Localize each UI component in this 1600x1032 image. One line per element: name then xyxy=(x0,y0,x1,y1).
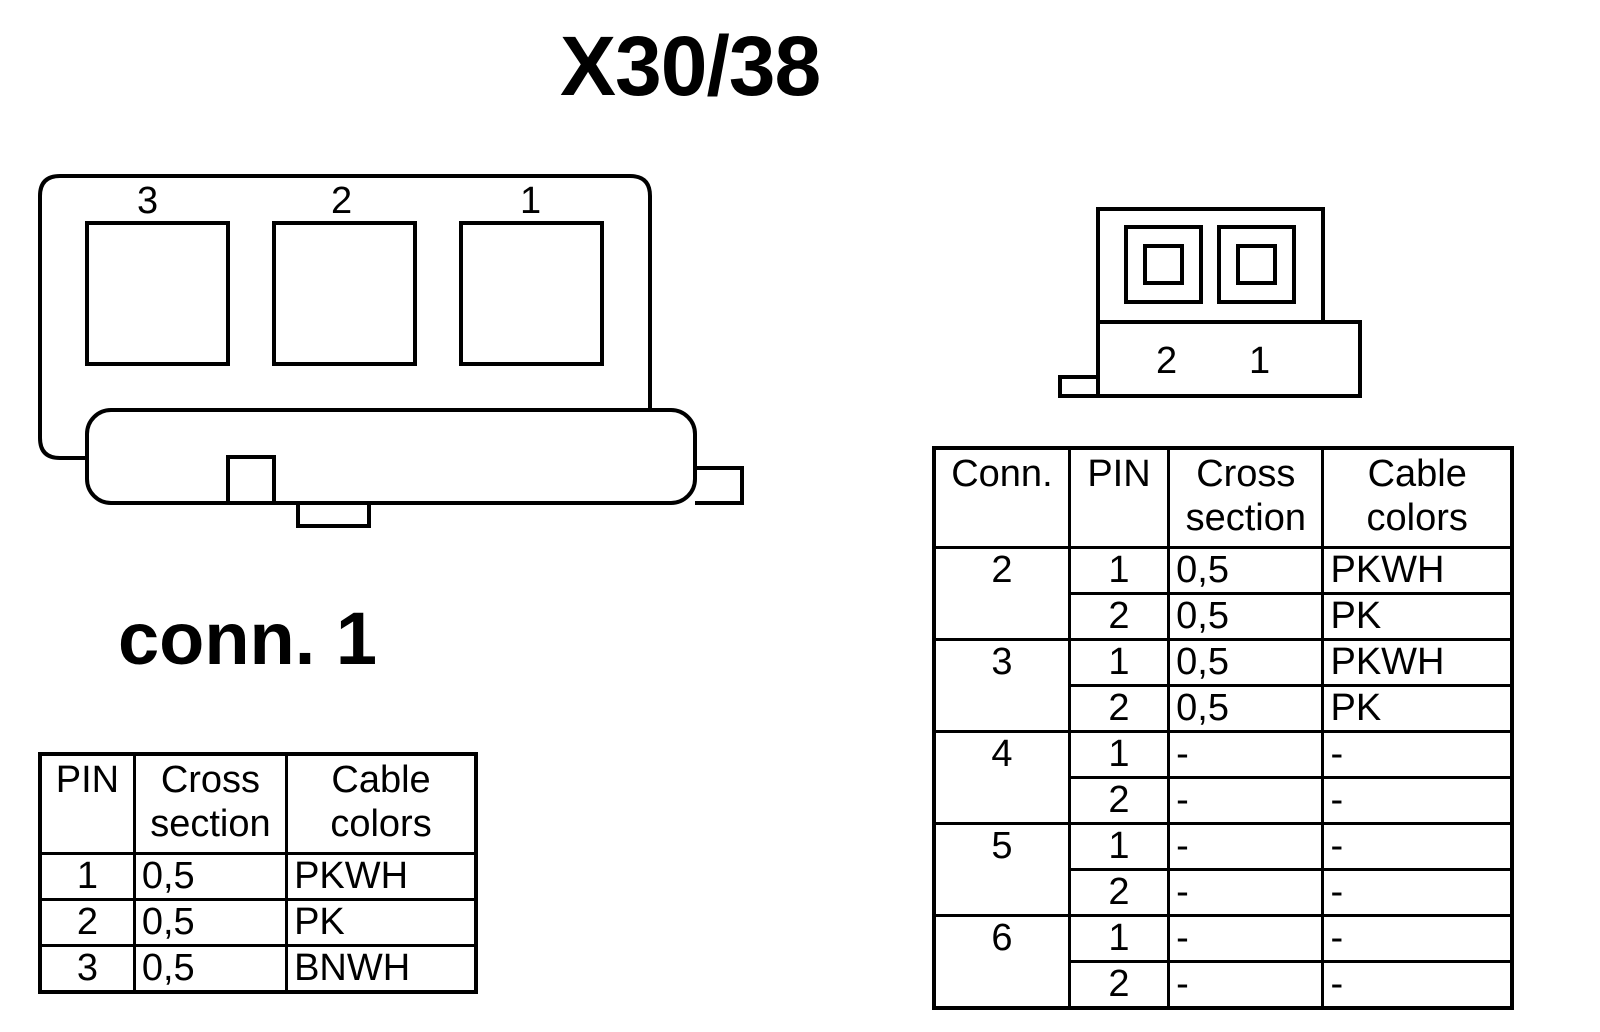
table-row: 1 0,5 PKWH xyxy=(38,852,478,901)
table-row: 2 - - xyxy=(934,776,1514,825)
cable-color-cell: - xyxy=(1321,776,1514,825)
pin-cell: 1 xyxy=(1067,822,1171,871)
large-connector-latch-tab xyxy=(226,455,276,505)
pin-cell: 3 xyxy=(38,944,136,994)
large-connector-cavity-2 xyxy=(272,221,417,366)
cross-section-cell: - xyxy=(1167,960,1325,1010)
conn-cell: 6 xyxy=(932,914,1071,1010)
large-connector-pin-label: 3 xyxy=(137,180,159,222)
pin-cell: 2 xyxy=(1067,868,1171,917)
cross-section-cell: - xyxy=(1167,914,1325,963)
pin-cell: 1 xyxy=(1067,546,1171,595)
large-connector-bottom-tab xyxy=(296,501,371,528)
small-connector-cavity-2-outer xyxy=(1124,225,1203,304)
small-connector-drawing xyxy=(1058,207,1362,398)
cross-section-cell: 0,5 xyxy=(132,898,289,947)
large-connector-cavity-3 xyxy=(85,221,230,366)
pin-cell: 2 xyxy=(1067,960,1171,1010)
large-connector-side-tab xyxy=(695,466,744,505)
cross-section-cell: - xyxy=(1167,730,1325,779)
table-row: 2 - - xyxy=(934,868,1514,917)
cable-color-cell: - xyxy=(1321,914,1514,963)
cross-section-cell: - xyxy=(1167,822,1325,871)
header-conn: Conn. xyxy=(932,446,1071,549)
cable-color-cell: PK xyxy=(285,898,478,947)
conn-cell: 4 xyxy=(932,730,1071,825)
table-row: 5 1 - - xyxy=(932,822,1514,917)
cross-section-cell: 0,5 xyxy=(1167,592,1325,641)
pin-cell: 1 xyxy=(1067,730,1171,779)
pin-cell: 1 xyxy=(1067,638,1171,687)
table-row: 6 1 - - xyxy=(932,914,1514,1010)
cable-color-cell: PKWH xyxy=(1321,546,1514,595)
table-row: 2 1 0,5 PKWH xyxy=(932,546,1514,641)
small-connector-lower-body xyxy=(1096,320,1362,398)
cable-color-cell: - xyxy=(1321,822,1514,871)
pin-cell: 1 xyxy=(1067,914,1171,963)
cross-section-cell: 0,5 xyxy=(132,944,289,994)
cross-section-cell: 0,5 xyxy=(1167,684,1325,733)
pin-cell: 2 xyxy=(1067,684,1171,733)
table-row: 2 0,5 PK xyxy=(934,684,1514,733)
header-pin: PIN xyxy=(38,752,136,855)
small-connector-pin-label: 1 xyxy=(1249,340,1271,382)
table-row: 2 - - xyxy=(934,960,1514,1010)
cable-color-cell: - xyxy=(1321,868,1514,917)
cross-section-cell: 0,5 xyxy=(1167,638,1325,687)
header-pin: PIN xyxy=(1067,446,1171,549)
conn-cell: 5 xyxy=(932,822,1071,917)
cross-section-cell: 0,5 xyxy=(132,852,289,901)
large-connector-pin-label: 2 xyxy=(331,180,353,222)
diagram-title: X30/38 xyxy=(560,19,821,113)
table-row: 2 0,5 PK xyxy=(934,592,1514,641)
large-connector-cavity-1 xyxy=(459,221,604,366)
table-row: 3 1 0,5 PKWH xyxy=(932,638,1514,733)
small-connector-cavity-1-outer xyxy=(1217,225,1296,304)
cable-color-cell: PKWH xyxy=(1321,638,1514,687)
table-row: 3 0,5 BNWH xyxy=(38,944,478,994)
large-connector-latch-housing xyxy=(85,408,697,505)
conn-cell: 2 xyxy=(932,546,1071,641)
cross-section-cell: - xyxy=(1167,776,1325,825)
pin-cell: 2 xyxy=(1067,592,1171,641)
cable-color-cell: BNWH xyxy=(285,944,478,994)
conn1-label: conn. 1 xyxy=(118,597,378,680)
small-connector-pin-label: 2 xyxy=(1156,340,1178,382)
cable-color-cell: - xyxy=(1321,960,1514,1010)
cross-section-cell: 0,5 xyxy=(1167,546,1325,595)
small-connector-side-tab xyxy=(1058,375,1100,398)
table-row: 4 1 - - xyxy=(932,730,1514,825)
large-connector-drawing xyxy=(38,174,744,528)
small-connector-cavity-2-inner xyxy=(1143,244,1184,285)
cable-color-cell: PK xyxy=(1321,592,1514,641)
table-row: 2 0,5 PK xyxy=(38,898,478,947)
cable-color-cell: PKWH xyxy=(285,852,478,901)
cross-section-cell: - xyxy=(1167,868,1325,917)
pin-cell: 1 xyxy=(38,852,136,901)
conn-cell: 3 xyxy=(932,638,1071,733)
large-connector-pin-label: 1 xyxy=(520,180,542,222)
cable-color-cell: - xyxy=(1321,730,1514,779)
large-connector-body xyxy=(38,174,652,460)
cable-color-cell: PK xyxy=(1321,684,1514,733)
small-connector-cavity-1-inner xyxy=(1236,244,1277,285)
pin-cell: 2 xyxy=(38,898,136,947)
pin-cell: 2 xyxy=(1067,776,1171,825)
